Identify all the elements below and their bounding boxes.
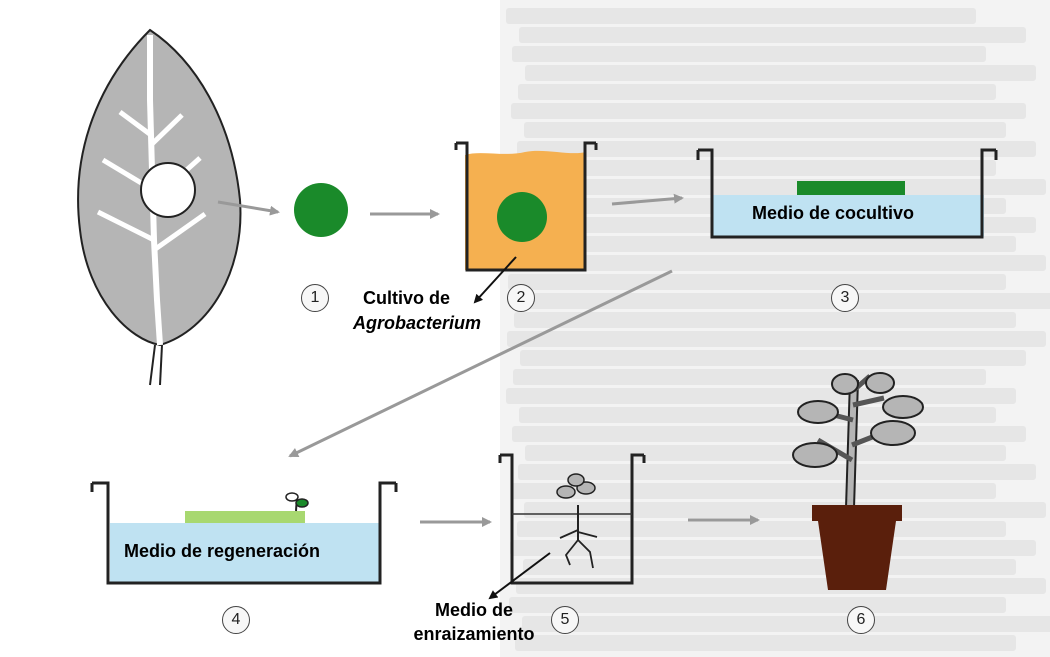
- background-text-line: [506, 8, 976, 24]
- arrow-culture-to-cocultivation: [611, 193, 684, 206]
- leaf-icon: [77, 28, 242, 386]
- background-text-line: [524, 122, 1006, 138]
- pointer-agrobacterium: [473, 256, 517, 304]
- step-number-4: 4: [222, 606, 250, 634]
- regeneration-dish: [90, 481, 398, 585]
- arrow-cocultivation-to-regeneration: [288, 269, 673, 458]
- background-text-line: [508, 274, 1006, 290]
- rooting-medium-label-line2: enraizamiento: [413, 624, 535, 644]
- cocultivation-dish: [696, 148, 998, 239]
- background-text-line: [510, 160, 996, 176]
- background-text-line: [515, 635, 1016, 651]
- step-number-6: 6: [847, 606, 875, 634]
- background-text-line: [518, 464, 1036, 480]
- background-text-line: [524, 502, 1046, 518]
- background-text-line: [509, 597, 1006, 613]
- agrobacterium-culture-label-line1: Cultivo de: [363, 288, 451, 308]
- potted-plant-icon: [792, 372, 924, 590]
- background-text-line: [522, 616, 1050, 632]
- arrow-leaf-to-disc: [217, 200, 280, 216]
- pointer-rooting-medium: [488, 552, 551, 600]
- background-text-line: [519, 407, 996, 423]
- background-text-line: [512, 46, 986, 62]
- step-number-2: 2: [507, 284, 535, 312]
- background-text-line: [523, 559, 1016, 575]
- background-text-line: [518, 84, 996, 100]
- background-text-line: [510, 540, 1036, 556]
- regeneration-medium-label: Medio de regeneración: [124, 541, 321, 561]
- background-text-line: [520, 350, 1026, 366]
- step-number-5: 5: [551, 606, 579, 634]
- background-text-line: [515, 255, 1046, 271]
- background-text-line: [516, 578, 1046, 594]
- background-text-line: [517, 141, 1036, 157]
- background-text-line: [521, 293, 1050, 309]
- agrobacterium-beaker: [454, 141, 598, 272]
- agrobacterium-culture-label-line2: Agrobacterium: [353, 313, 482, 333]
- leaf-disc: [294, 183, 348, 237]
- background-text-line: [511, 103, 1026, 119]
- cocultivation-medium-label: Medio de cocultivo: [752, 203, 915, 223]
- rooting-medium-label-line1: Medio de: [434, 600, 513, 620]
- background-text-line: [523, 179, 1046, 195]
- background-text-line: [522, 236, 1016, 252]
- rooting-beaker: [498, 453, 646, 585]
- shoot-icon: [285, 492, 309, 512]
- step-number-1: 1: [301, 284, 329, 312]
- step-number-3: 3: [831, 284, 859, 312]
- background-text-line: [525, 65, 1036, 81]
- background-text-line: [507, 331, 1046, 347]
- background-text-line: [514, 312, 1016, 328]
- background-text-line: [519, 27, 1026, 43]
